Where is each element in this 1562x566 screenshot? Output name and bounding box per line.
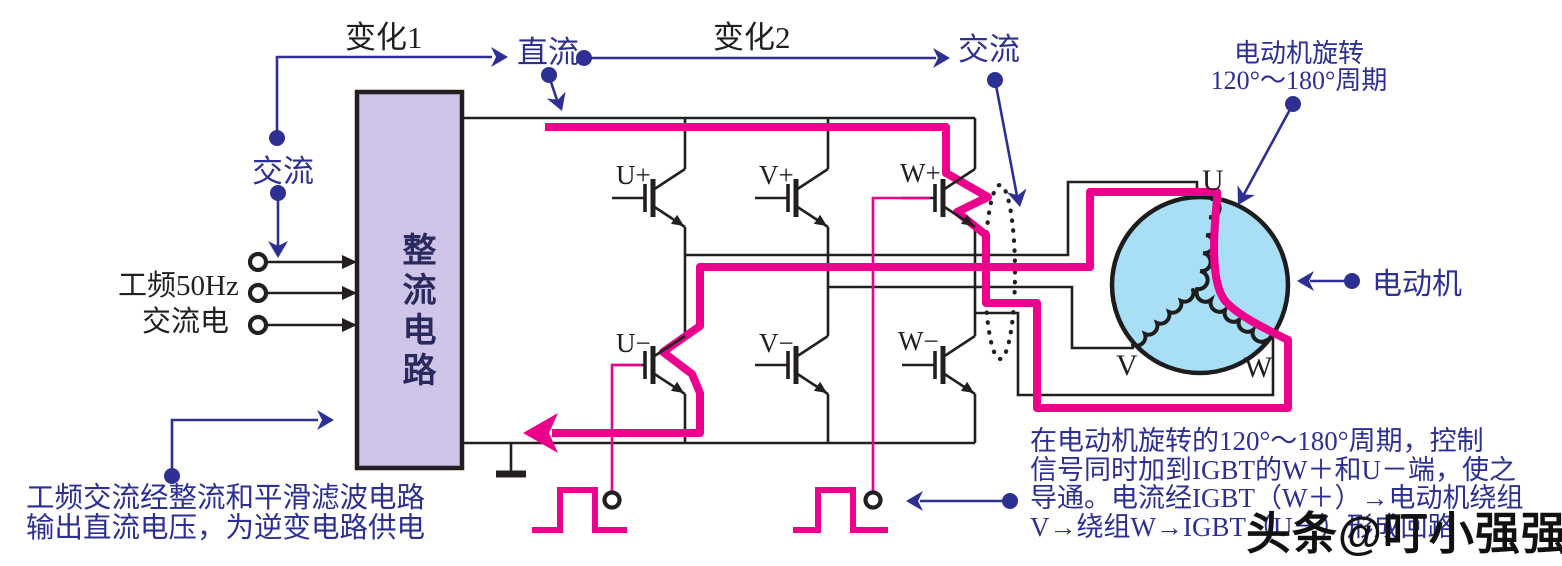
arrow-dc-to-bus (541, 67, 566, 111)
arrow-note-right (906, 491, 1018, 511)
igbt-label-w-plus: W+ (900, 158, 941, 188)
igbt-label-u-plus: U+ (616, 160, 651, 190)
gate-terminal-w-plus (863, 490, 883, 510)
arrow-motor-label (1297, 271, 1360, 291)
ac-input-terminals (247, 251, 357, 336)
arrow-note-left (164, 410, 334, 484)
note-left-line1: 工频交流经整流和平滑滤波电路 (26, 483, 426, 514)
arrow-change2 (576, 48, 950, 68)
note-right-line3: 导通。电流经IGBT（W＋）→电动机绕组 (1030, 483, 1524, 513)
watermark-text: 头条@叮小强强 (1246, 508, 1562, 559)
flow-label-change2: 变化2 (713, 20, 791, 55)
gate-drive (532, 196, 930, 533)
arrow-change1 (269, 47, 508, 146)
motor-terminal-v: V (1116, 349, 1138, 382)
arrow-ac-in (268, 185, 288, 258)
note-left: 工频交流经整流和平滑滤波电路 输出直流电压，为逆变电路供电 (26, 484, 425, 543)
motor-rotation-note-line1: 电动机旋转 (1233, 39, 1364, 68)
igbt-w-minus (902, 334, 976, 396)
igbt-label-u-minus: U− (616, 328, 651, 358)
igbt-u-plus (612, 167, 686, 229)
igbt-label-v-plus: V+ (759, 160, 794, 190)
flow-label-dc: 直流 (517, 35, 579, 70)
gate-terminal-u-minus (602, 490, 622, 510)
gate-pulse-w-plus (793, 487, 888, 533)
flow-label-ac-in: 交流 (252, 154, 314, 189)
phase-u-output-wire (685, 180, 1199, 257)
igbt-label-w-minus: W− (898, 326, 939, 356)
motor-terminal-u: U (1202, 164, 1224, 197)
igbt-v-plus (755, 167, 829, 229)
phase-w-output-wire (975, 311, 1275, 397)
note-right: 在电动机旋转的120°～180°周期，控制 信号同时加到IGBT的W＋和U－端，… (1030, 427, 1523, 541)
current-return-arrowhead (523, 413, 558, 453)
stator-winding-w (1194, 288, 1269, 344)
phase-v-output-wire (828, 285, 1134, 350)
motor-terminal-w: W (1244, 351, 1273, 384)
flow-label-change1: 变化1 (345, 20, 423, 55)
gate-line-u-minus (610, 363, 642, 492)
note-right-line1: 在电动机旋转的120°～180°周期，控制 (1030, 426, 1484, 456)
terminal-circle (247, 314, 269, 336)
current-path (523, 123, 1292, 453)
note-right-line4: V→绕组W→IGBT（U－）形成回路 (1030, 511, 1455, 542)
terminal-circle (247, 282, 269, 304)
current-path-line (545, 123, 1292, 437)
rectifier-label: 整流电路 (397, 232, 434, 392)
motor-symbol (1109, 194, 1291, 376)
note-left-line2: 输出直流电压，为逆变电路供电 (26, 512, 426, 544)
note-right-line2: 信号同时加到IGBT的W＋和U－端，使之 (1030, 454, 1516, 485)
arrow-rotation-note (1237, 96, 1301, 205)
gate-line-w-plus (871, 196, 930, 492)
arrow-ac-out (987, 72, 1027, 207)
motor-label: 电动机 (1372, 268, 1462, 301)
igbt-v-minus (755, 334, 829, 396)
annotation-arrows (164, 47, 1360, 511)
igbt-label-v-minus: V− (759, 328, 794, 358)
gate-pulse-u-minus (532, 487, 627, 533)
terminal-circle (247, 251, 269, 273)
source-label-50hz: 工频50Hz (118, 270, 239, 302)
igbt-symbols (612, 167, 976, 396)
flow-label-ac-out: 交流 (958, 32, 1020, 67)
rectifier-box (354, 89, 465, 471)
ground-symbol (496, 443, 526, 478)
stator-winding-v (1131, 288, 1196, 348)
motor-rotation-note-line2: 120°～180°周期 (1210, 66, 1388, 95)
source-label-ac: 交流电 (142, 306, 230, 338)
